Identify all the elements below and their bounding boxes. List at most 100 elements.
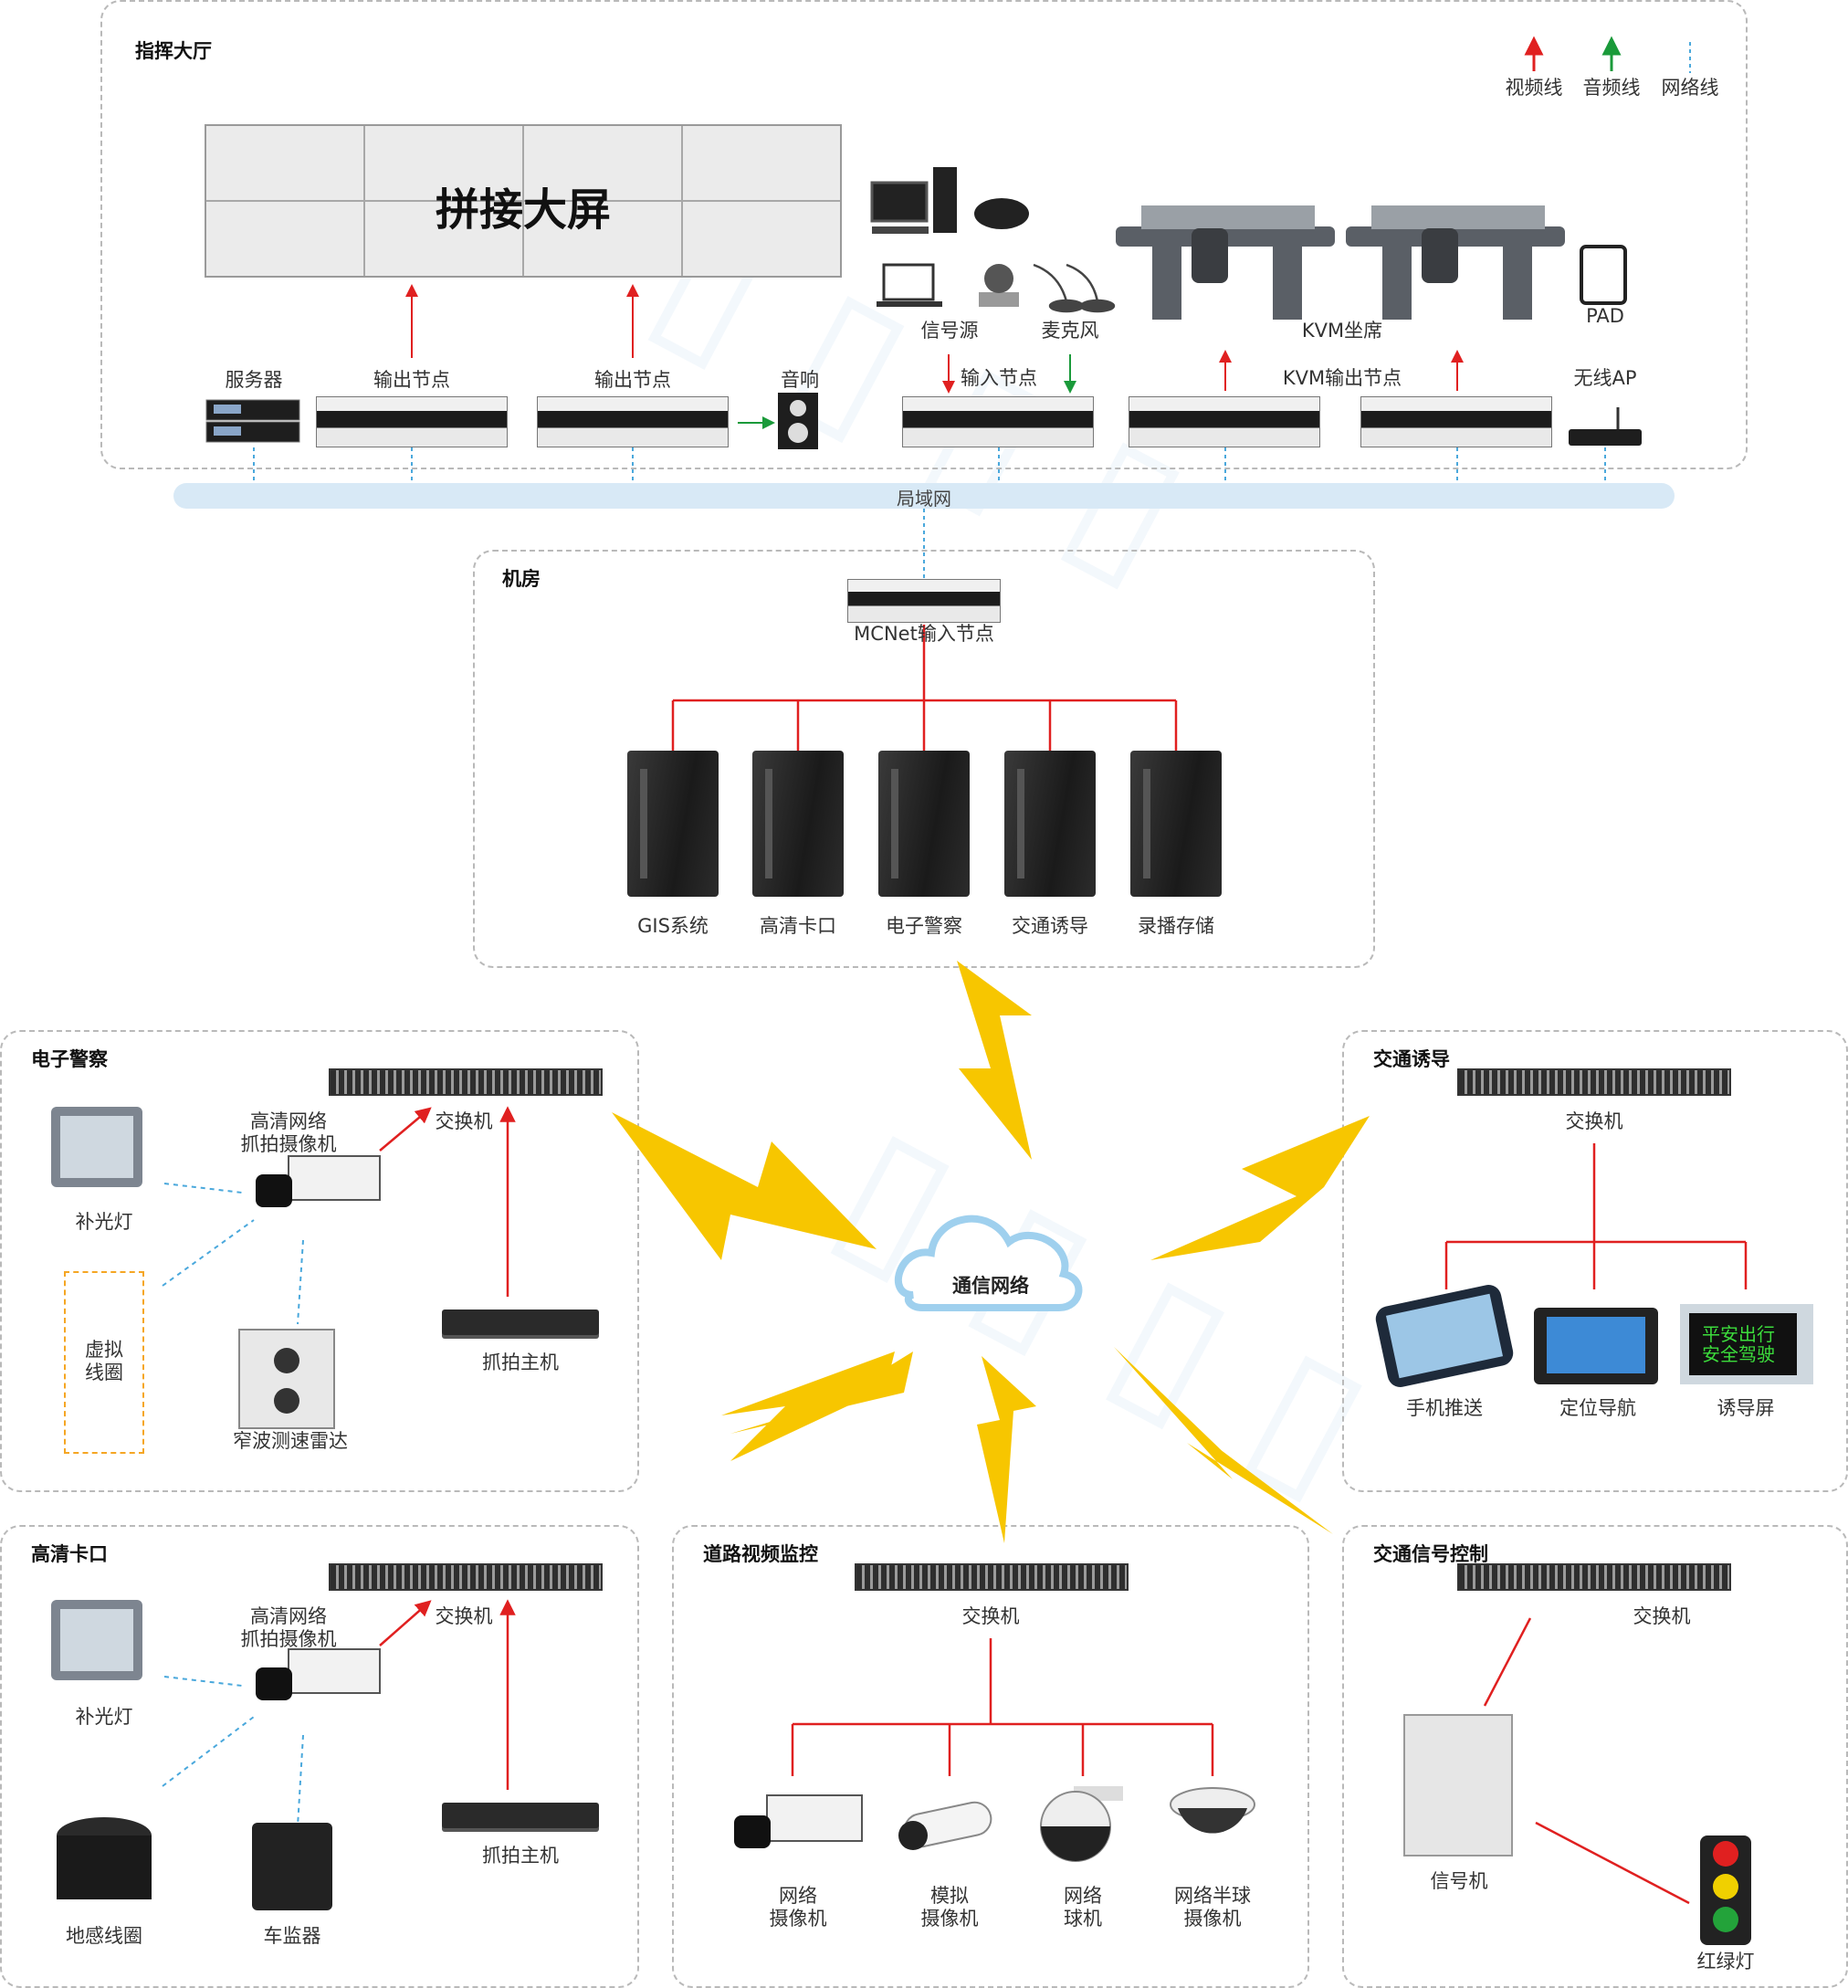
- fill-light-icon: [51, 1600, 142, 1680]
- speaker-icon: [778, 393, 818, 449]
- virtual-coil-label: 虚拟 线圈: [85, 1339, 123, 1383]
- server-label: 服务器: [225, 369, 283, 391]
- output-node-label: 输出节点: [373, 369, 450, 391]
- e-police-switch: [329, 1068, 603, 1096]
- input-node-label: 输入节点: [961, 367, 1037, 389]
- region-title-guidance: 交通诱导: [1373, 1048, 1450, 1070]
- server-icon: [205, 399, 300, 443]
- guidance-item-screen-label: 诱导屏: [1717, 1397, 1775, 1419]
- checkpoint-camera-label: 高清网络 抓拍摄像机: [240, 1605, 337, 1650]
- virtual-coil: [64, 1271, 144, 1454]
- kvm-seat-icon: [1346, 205, 1565, 320]
- legend-audio-label: 音频线: [1582, 77, 1641, 99]
- road-camera-label-network: 网络 摄像机: [769, 1885, 827, 1930]
- server-label-checkpoint: 高清卡口: [760, 915, 836, 937]
- fill-light-icon: [51, 1107, 142, 1187]
- microphone-icon: [1033, 263, 1116, 313]
- region-e-police: [0, 1030, 639, 1492]
- hd-camera-icon: [256, 1648, 381, 1700]
- pad-icon: [1580, 245, 1627, 305]
- speaker-label: 音响: [781, 369, 819, 391]
- mcnet-input-node-device: [847, 579, 1001, 623]
- checkpoint-switch: [329, 1563, 603, 1591]
- checkpoint-server-icon: [752, 751, 844, 897]
- road-video-switch: [855, 1563, 1129, 1591]
- signal-machine-icon: [1403, 1714, 1513, 1857]
- guidance-screen-text: 平安出行 安全驾驶: [1702, 1323, 1775, 1365]
- lan-bus: 局域网: [173, 483, 1675, 510]
- region-title-e-police: 电子警察: [31, 1048, 108, 1070]
- phone-push-icon: [1375, 1285, 1514, 1387]
- kvm-output-node-label: KVM输出节点: [1282, 367, 1402, 389]
- guidance-switch-label: 交换机: [1565, 1110, 1623, 1132]
- pad-label: PAD: [1586, 305, 1624, 327]
- wireless-ap-label: 无线AP: [1573, 367, 1637, 389]
- speed-dome-icon: [1040, 1786, 1123, 1862]
- kvm-seat-icon: [1116, 205, 1335, 320]
- navigation-icon: [1534, 1308, 1658, 1384]
- storage-server-icon: [1130, 751, 1222, 897]
- region-machine-room: [473, 550, 1375, 968]
- server-label-guidance: 交通诱导: [1012, 915, 1088, 937]
- server-label-gis: GIS系统: [637, 915, 709, 937]
- guidance-item-navigation-label: 定位导航: [1559, 1397, 1636, 1419]
- radar-icon: [238, 1329, 335, 1429]
- signal-source-label: 信号源: [920, 320, 979, 342]
- signal-control-switch: [1457, 1563, 1731, 1591]
- video-wall: 拼接大屏: [205, 124, 842, 278]
- region-guidance: [1342, 1030, 1848, 1492]
- ground-coil-label: 地感线圈: [66, 1925, 142, 1947]
- traffic-light-label: 红绿灯: [1696, 1951, 1755, 1972]
- media-box-icon: [974, 198, 1029, 229]
- microphone-label: 麦克风: [1041, 320, 1099, 342]
- kvm-output-node-device: [1360, 396, 1552, 447]
- vehicle-monitor-label: 车监器: [263, 1925, 321, 1947]
- guidance-screen-icon: [1680, 1304, 1813, 1384]
- legend-video-label: 视频线: [1505, 77, 1563, 99]
- analog-camera-icon: [898, 1801, 992, 1850]
- e-police-capture-host-label: 抓拍主机: [482, 1352, 559, 1373]
- lan-label: 局域网: [897, 488, 951, 510]
- output-node-label: 输出节点: [594, 369, 671, 391]
- guidance-switch: [1457, 1068, 1731, 1096]
- hd-camera-icon: [256, 1155, 381, 1207]
- input-node-device: [902, 396, 1094, 447]
- dome-camera-icon: [1170, 1787, 1255, 1834]
- video-wall-title: 拼接大屏: [435, 184, 611, 236]
- region-road-video: [672, 1525, 1309, 1988]
- region-title-checkpoint: 高清卡口: [31, 1543, 108, 1565]
- ground-coil-icon: [57, 1817, 152, 1899]
- region-signal-control: [1342, 1525, 1848, 1988]
- road-camera-label-analog: 模拟 摄像机: [920, 1885, 979, 1930]
- laptop-icon: [877, 263, 942, 307]
- road-camera-label-half-dome: 网络半球 摄像机: [1174, 1885, 1251, 1930]
- road-video-switch-label: 交换机: [961, 1605, 1020, 1627]
- vehicle-monitor-icon: [252, 1823, 332, 1910]
- region-title-road-video: 道路视频监控: [703, 1543, 818, 1565]
- computer-icon: [870, 167, 957, 234]
- e-police-server-icon: [878, 751, 970, 897]
- road-camera-label-dome: 网络 球机: [1064, 1885, 1102, 1930]
- radar-label: 窄波测速雷达: [233, 1430, 348, 1452]
- region-title-signal-control: 交通信号控制: [1373, 1543, 1488, 1565]
- e-police-capture-host: [442, 1310, 599, 1335]
- ptz-camera-icon: [979, 264, 1019, 307]
- region-checkpoint: [0, 1525, 639, 1988]
- region-title-machine-room: 机房: [502, 568, 541, 590]
- guidance-server-icon: [1004, 751, 1096, 897]
- kvm-output-node-device: [1129, 396, 1320, 447]
- kvm-seat-label: KVM坐席: [1301, 320, 1383, 342]
- signal-machine-label: 信号机: [1430, 1870, 1488, 1892]
- output-node-device: [316, 396, 508, 447]
- checkpoint-capture-host: [442, 1803, 599, 1828]
- checkpoint-capture-host-label: 抓拍主机: [482, 1845, 559, 1867]
- signal-control-switch-label: 交换机: [1633, 1605, 1691, 1627]
- e-police-fill-light-label: 补光灯: [75, 1211, 133, 1233]
- region-command-hall: [100, 0, 1748, 469]
- region-title-command-hall: 指挥大厅: [135, 40, 212, 62]
- server-label-storage: 录播存储: [1138, 915, 1214, 937]
- e-police-switch-label: 交换机: [435, 1110, 493, 1132]
- checkpoint-switch-label: 交换机: [435, 1605, 493, 1627]
- traffic-light-icon: [1700, 1835, 1751, 1945]
